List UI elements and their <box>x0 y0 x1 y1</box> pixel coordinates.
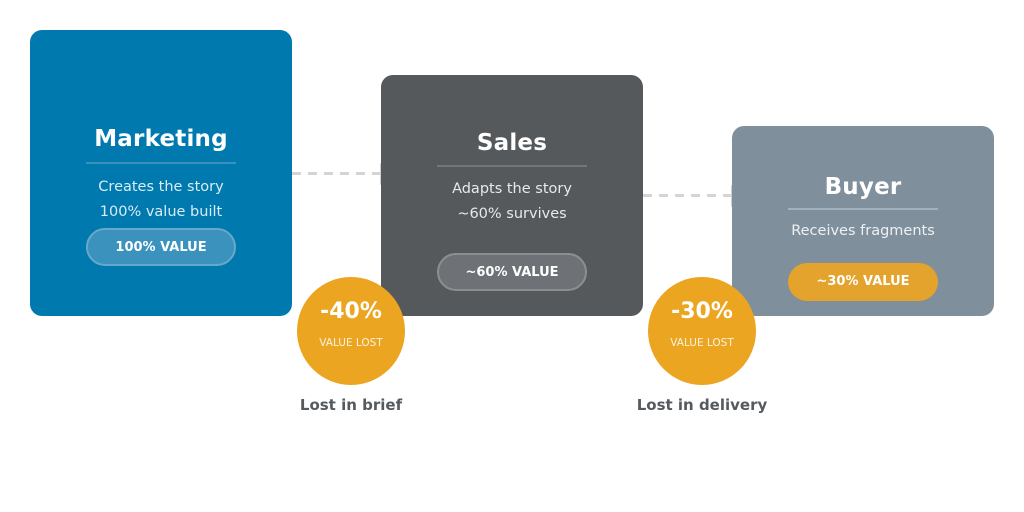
value-badge: 100% VALUE <box>86 228 236 266</box>
stage-card-marketing: Marketing Creates the story 100% value b… <box>30 30 292 316</box>
loss-caption: Lost in brief <box>299 396 403 414</box>
dashed-line <box>643 194 731 197</box>
description-line: Creates the story <box>98 179 224 195</box>
title-divider <box>788 208 938 210</box>
title-divider <box>86 162 236 164</box>
stage-card-buyer: Buyer Receives fragments ~30% VALUE <box>732 126 994 316</box>
loss-caption: Lost in delivery <box>636 396 768 414</box>
value-badge: ~30% VALUE <box>788 263 938 301</box>
loss-percent: -40% <box>320 299 382 324</box>
description-line: Adapts the story <box>452 181 572 197</box>
stage-title: Sales <box>476 130 548 156</box>
description-line: ~60% survives <box>457 206 567 222</box>
stage-description: Adapts the story ~60% survives <box>381 177 643 227</box>
stage-title: Buyer <box>824 174 902 200</box>
value-badge: ~60% VALUE <box>437 253 587 291</box>
stage-description: Creates the story 100% value built <box>30 175 292 225</box>
value-loss-badge: -30% VALUE LOST <box>648 277 756 385</box>
description-line: Receives fragments <box>791 223 935 239</box>
loss-label: VALUE LOST <box>319 337 383 349</box>
stage-card-sales: Sales Adapts the story ~60% survives ~60… <box>381 75 643 316</box>
dashed-line <box>292 172 380 175</box>
stage-title: Marketing <box>94 126 228 152</box>
loss-percent: -30% <box>671 299 733 324</box>
stage-description: Receives fragments <box>732 219 994 244</box>
value-loss-badge: -40% VALUE LOST <box>297 277 405 385</box>
description-line: 100% value built <box>99 204 223 220</box>
loss-label: VALUE LOST <box>670 337 734 349</box>
title-divider <box>437 165 587 167</box>
